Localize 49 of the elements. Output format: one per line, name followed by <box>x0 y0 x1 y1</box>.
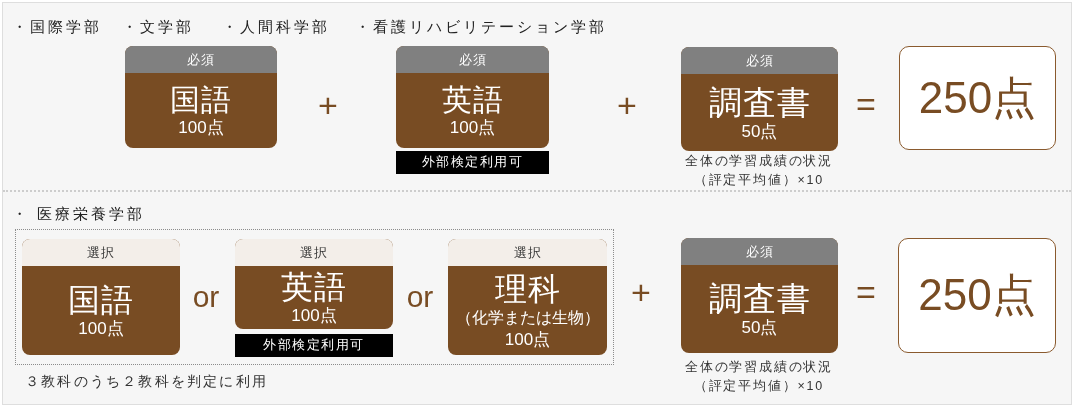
operator-sign: = <box>856 87 876 121</box>
operator-sign: + <box>617 88 637 122</box>
heading-text: ・看護リハビリテーション学部 <box>355 17 607 37</box>
subject-name: 英語 <box>281 269 347 305</box>
category-tag: 必須 <box>125 46 277 73</box>
category-tag: 必須 <box>681 238 838 265</box>
note-text: 全体の学習成績の状況（評定平均値）×10 <box>684 153 834 189</box>
heading-text: ・国際学部 <box>12 17 102 37</box>
total-box: 250点 <box>898 238 1056 353</box>
points-text: 50点 <box>741 120 778 142</box>
heading-text: ・文学部 <box>122 17 194 37</box>
note-text: ３教科のうち２教科を判定に利用 <box>25 372 268 391</box>
dotted-group-box <box>15 229 614 365</box>
points-text: 100点 <box>504 329 551 350</box>
points-text: 100点 <box>178 117 224 138</box>
category-tag: 選択 <box>235 239 393 266</box>
subject-card <box>235 239 393 329</box>
heading-text: ・ 医療栄養学部 <box>12 204 146 224</box>
points-text: 100点 <box>291 305 337 326</box>
note-badge: 外部検定利用可 <box>235 334 393 357</box>
subject-name: 英語 <box>441 83 504 117</box>
category-tag: 選択 <box>22 239 180 266</box>
subject-card <box>125 46 277 148</box>
subject-card <box>681 238 838 353</box>
subject-card <box>22 239 180 355</box>
note-text: 全体の学習成績の状況（評定平均値）×10 <box>684 359 834 395</box>
operator-sign: + <box>318 88 338 122</box>
note-badge: 外部検定利用可 <box>396 151 549 174</box>
points-text: 50点 <box>741 317 778 338</box>
subject-name: 理科 <box>494 271 561 307</box>
points-text: 100点 <box>78 318 124 339</box>
subject-card <box>681 47 838 151</box>
total-box: 250点 <box>899 46 1056 150</box>
operator-sign: + <box>631 275 651 309</box>
operator-sign: = <box>856 275 876 309</box>
subject-name: 国語 <box>170 83 232 117</box>
category-tag: 必須 <box>681 47 838 74</box>
subject-name: 調査書 <box>708 83 811 121</box>
or-text: or <box>192 282 220 312</box>
or-text: or <box>406 282 434 312</box>
points-text: 100点 <box>449 117 496 138</box>
subject-card <box>448 239 607 355</box>
category-tag: 選択 <box>448 239 607 266</box>
category-tag: 必須 <box>396 46 549 73</box>
subject-name: 国語 <box>68 282 134 318</box>
subject-card <box>396 46 549 148</box>
subject-name: 調査書 <box>708 280 811 317</box>
heading-text: ・人間科学部 <box>222 17 330 37</box>
subject-detail: （化学または生物） <box>455 308 600 328</box>
